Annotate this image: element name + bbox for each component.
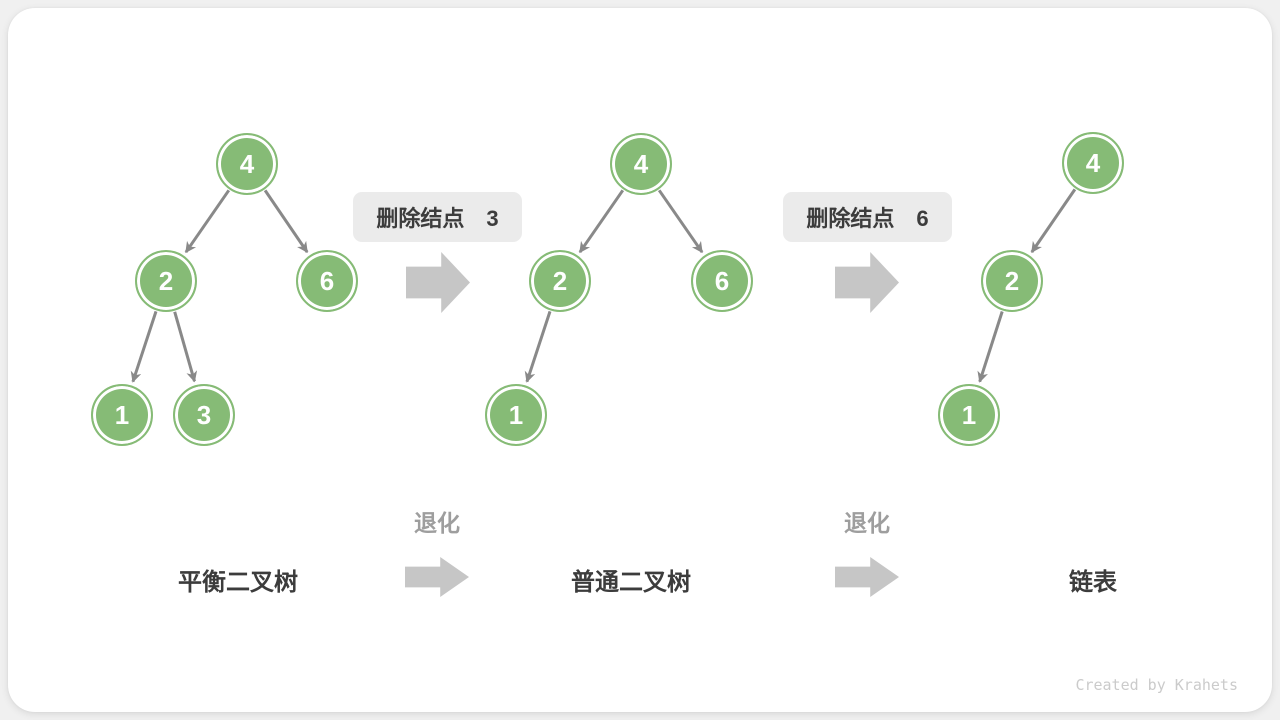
tree-node-ordinary-binary-tree-6: 6: [691, 250, 753, 312]
tree-node-balanced-binary-tree-2: 2: [135, 250, 197, 312]
tree-node-linked-list-2: 2: [981, 250, 1043, 312]
tree-node-balanced-binary-tree-4: 4: [216, 133, 278, 195]
caption-ordinary-binary-tree: 普通二叉树: [571, 569, 691, 596]
tree-node-balanced-binary-tree-1: 1: [91, 384, 153, 446]
caption-balanced-binary-tree: 平衡二叉树: [178, 569, 298, 596]
delete-node-3-label: 删除结点 3: [353, 192, 522, 242]
tree-node-linked-list-1: 1: [938, 384, 1000, 446]
tree-node-linked-list-4: 4: [1062, 132, 1124, 194]
degrade-label: 退化: [414, 510, 460, 536]
degrade-label: 退化: [844, 510, 890, 536]
tree-node-ordinary-binary-tree-2: 2: [529, 250, 591, 312]
tree-node-balanced-binary-tree-3: 3: [173, 384, 235, 446]
tree-node-ordinary-binary-tree-1: 1: [485, 384, 547, 446]
diagram-card: [8, 8, 1272, 712]
delete-node-6-label: 删除结点 6: [783, 192, 952, 242]
caption-linked-list: 链表: [1069, 569, 1117, 596]
tree-node-balanced-binary-tree-6: 6: [296, 250, 358, 312]
tree-node-ordinary-binary-tree-4: 4: [610, 133, 672, 195]
watermark: Created by Krahets: [1075, 676, 1238, 694]
